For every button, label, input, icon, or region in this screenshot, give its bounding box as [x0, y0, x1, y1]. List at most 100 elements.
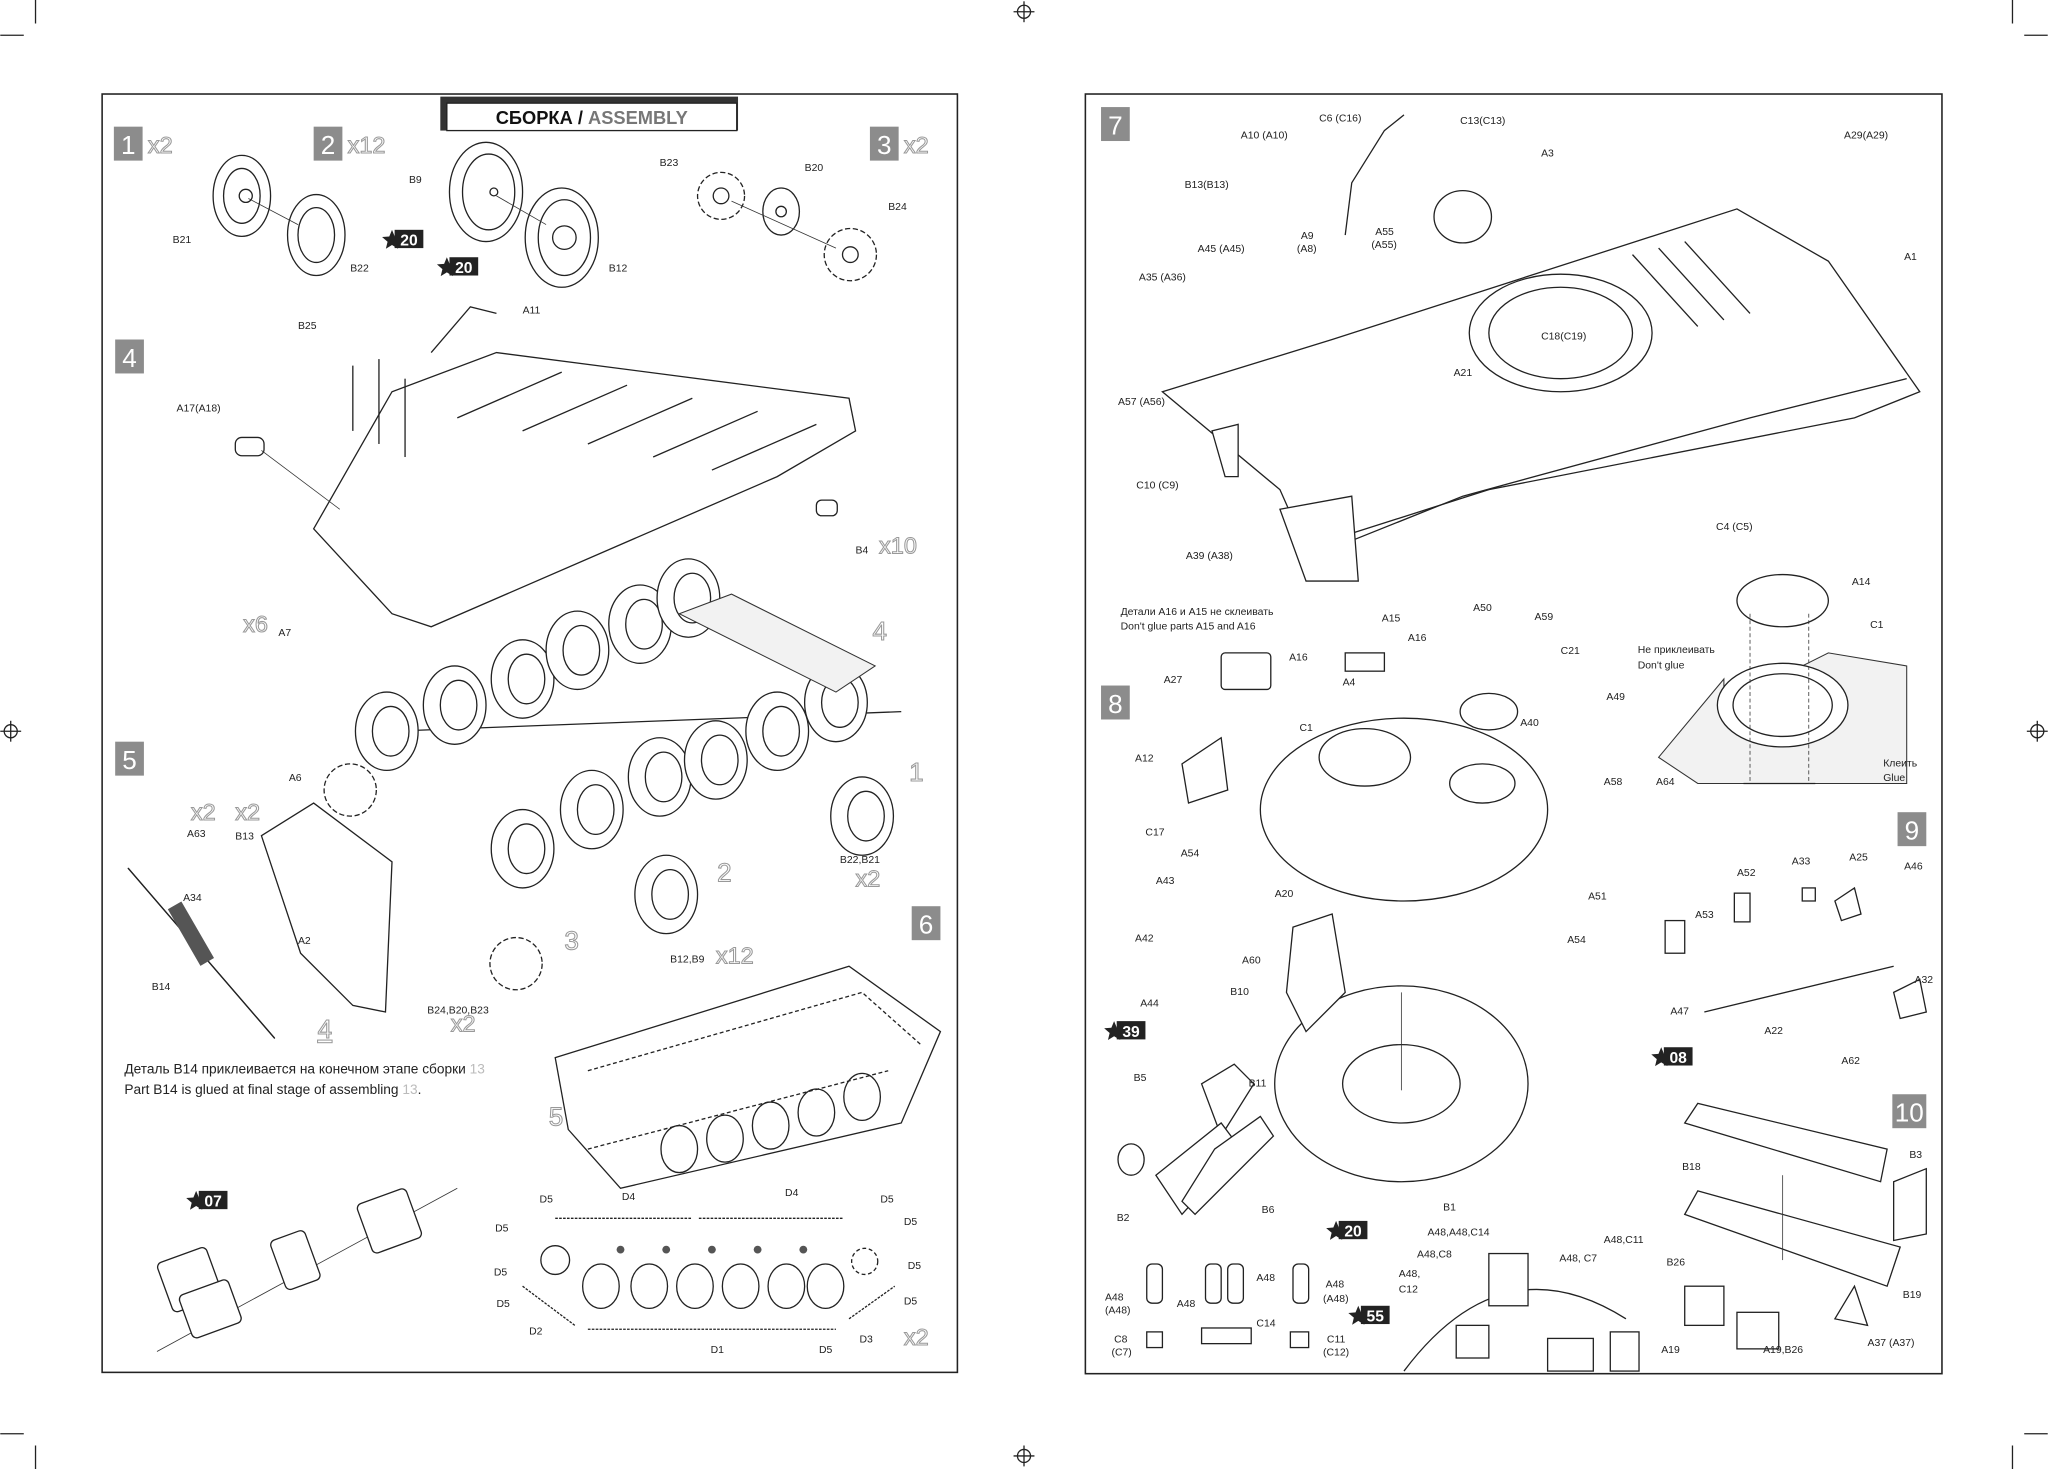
part-label: A42	[1135, 933, 1154, 944]
part-label: B6	[1262, 1205, 1275, 1216]
part-label: A45 (A45)	[1198, 244, 1245, 255]
part-label: A19,B26	[1763, 1345, 1803, 1356]
step-6-marker: 6	[911, 906, 941, 941]
part-label: A27	[1164, 675, 1183, 686]
part-label: D5	[496, 1299, 510, 1310]
part-label: B13	[235, 832, 254, 843]
road-wheel-hub	[576, 784, 615, 836]
step-3-sprocket-drawing	[696, 171, 878, 282]
part-label: D5	[819, 1345, 833, 1356]
part-label: A16	[1289, 653, 1308, 664]
part-label: A21	[1454, 368, 1473, 379]
part-label: C11	[1327, 1334, 1346, 1345]
part-label: A3	[1541, 149, 1554, 160]
part-label: C21	[1561, 646, 1580, 657]
star-icon	[1651, 1047, 1672, 1067]
star-icon	[1348, 1305, 1369, 1325]
part-label: A34	[183, 893, 202, 904]
note-glue-en: Glue	[1883, 773, 1905, 784]
step-number-box	[1101, 685, 1130, 720]
step-5-front-plate-drawing	[127, 802, 393, 1039]
part-label: A29(A29)	[1844, 130, 1888, 141]
part-label: A47	[1670, 1007, 1689, 1018]
part-label: A15	[1382, 614, 1401, 625]
road-wheel-hub	[625, 598, 663, 650]
part-label: B23	[660, 158, 679, 169]
note-dont-glue-ru: Не приклеивать	[1638, 645, 1716, 656]
part-label: A43	[1156, 876, 1175, 887]
part-label: C1	[1870, 620, 1884, 631]
part-label: A54	[1181, 849, 1200, 860]
note-b14-ru: Деталь B14 приклеивается на конечном эта…	[124, 1061, 485, 1076]
step-9-gun-drawing	[1664, 886, 1928, 1020]
part-label: A19	[1661, 1345, 1680, 1356]
step-number: 4	[122, 343, 137, 373]
step-10-barrel-drawing	[1683, 1102, 1927, 1350]
sprocket	[323, 763, 377, 817]
step-multiplier: x2	[148, 132, 173, 158]
part-label: B22,B21	[840, 855, 880, 866]
step-number: 10	[1895, 1098, 1924, 1128]
step-number-box	[115, 339, 144, 374]
part-label: (A48)	[1105, 1306, 1131, 1317]
part-label: 1	[909, 757, 924, 787]
step-9-marker: 9	[1897, 812, 1927, 847]
step-number-box	[869, 126, 899, 161]
star-icon	[186, 1190, 207, 1210]
part-label: A48,A48,C14	[1427, 1227, 1489, 1238]
road-wheel-hub	[644, 751, 683, 803]
part-label: A7	[278, 628, 291, 639]
step-4-wheels-drawing	[323, 558, 902, 991]
bottom-turret-floor-drawing	[1403, 1252, 1640, 1372]
road-wheel-hub	[762, 705, 801, 757]
part-label: A16	[1408, 633, 1427, 644]
assembly-title: СБОРКА / ASSEMBLY	[440, 96, 739, 132]
road-wheel-hub	[700, 734, 739, 786]
return-roller	[799, 1245, 808, 1254]
step-7-upper-hull-drawing	[1161, 114, 1921, 582]
road-wheel-hub	[507, 823, 546, 875]
step-8-ring-drawing	[1657, 573, 1908, 785]
part-label: A11	[523, 305, 541, 316]
part-label: C8	[1114, 1334, 1128, 1345]
part-label: D5	[904, 1217, 918, 1228]
road-wheel-hub	[507, 653, 546, 705]
part-label: x2	[235, 799, 260, 825]
part-label: D4	[622, 1192, 636, 1203]
part-label: B14	[152, 982, 171, 993]
step-8-marker: 8	[1101, 685, 1130, 720]
part-label: A51	[1588, 892, 1607, 903]
step-2-roadwheel-drawing	[448, 141, 599, 288]
part-label: C1	[1300, 723, 1314, 734]
part-label: A22	[1764, 1026, 1783, 1037]
decal-number: 39	[1122, 1024, 1140, 1041]
part-label: (C7)	[1111, 1347, 1131, 1358]
part-label: A48	[1256, 1273, 1275, 1284]
part-label: D5	[494, 1268, 508, 1279]
part-label: A12	[1135, 753, 1154, 764]
step-multiplier: x2	[904, 132, 929, 158]
part-label: A40	[1520, 718, 1539, 729]
return-roller	[753, 1245, 762, 1254]
road-wheel-hub	[439, 679, 478, 731]
part-label: B3	[1909, 1150, 1922, 1161]
return-roller	[662, 1245, 671, 1254]
part-label: x10	[879, 533, 917, 559]
part-label: x2	[904, 1324, 929, 1350]
decal-badge: 39	[1104, 1021, 1146, 1041]
part-label: B13(B13)	[1185, 180, 1229, 191]
part-label: B25	[298, 321, 317, 332]
part-label: D5	[495, 1223, 509, 1234]
part-label: C6 (C16)	[1319, 113, 1361, 124]
step-number: 6	[919, 910, 934, 940]
part-label: C12	[1399, 1285, 1418, 1296]
return-roller	[616, 1245, 625, 1254]
part-label: 5	[549, 1102, 564, 1132]
road-wheel-hub	[673, 572, 712, 624]
part-label: A48,C8	[1417, 1249, 1452, 1260]
part-label: A62	[1841, 1056, 1860, 1067]
part-label: A48,C11	[1604, 1235, 1644, 1246]
